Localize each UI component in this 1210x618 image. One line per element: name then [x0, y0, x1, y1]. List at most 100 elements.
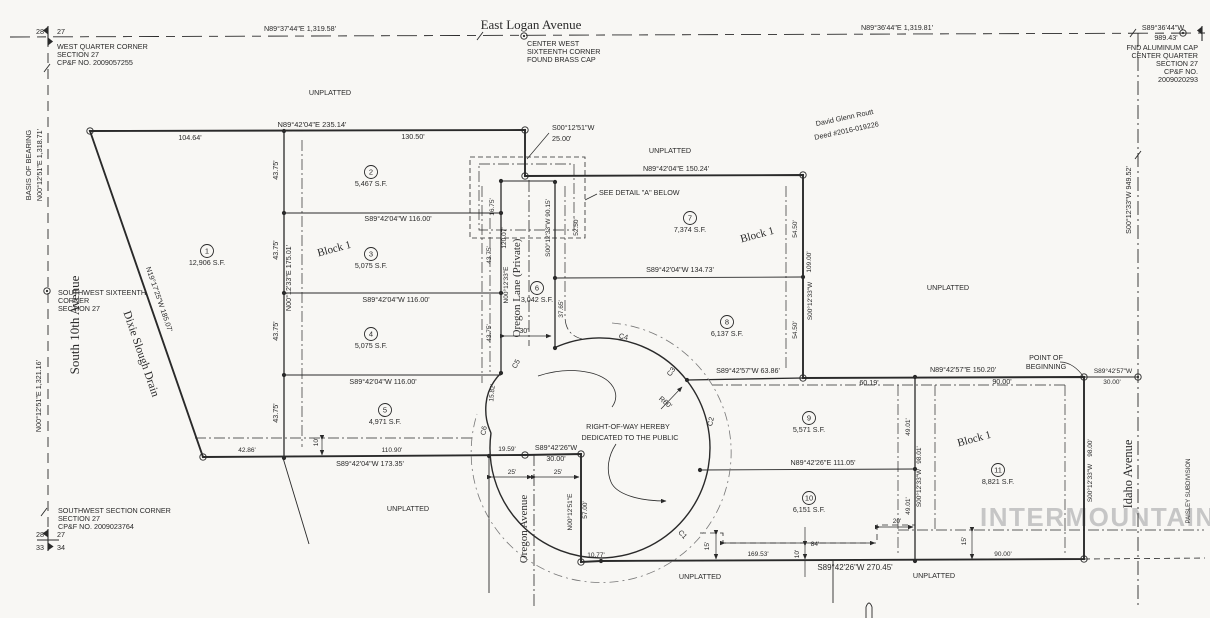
plat-label: 43.75' — [271, 403, 280, 423]
plat-label: N89°42'57"E 150.20' — [930, 365, 997, 374]
lot-corner-point — [281, 455, 287, 461]
plat-line — [584, 193, 598, 201]
plat-line — [564, 186, 583, 340]
plat-label: SOUTHWEST SIXTEENTH — [58, 288, 146, 297]
lot-area: 6,151 S.F. — [793, 505, 825, 514]
lot-corner-point — [498, 290, 504, 296]
lot-number: 6 — [535, 284, 539, 293]
block-1-label: Block 1 — [956, 429, 992, 450]
lot-corner-point — [552, 345, 558, 351]
lot-area: 3,042 S.F. — [521, 295, 553, 304]
plat-label: 30.00' — [1103, 379, 1121, 386]
monument-marker-dot — [523, 453, 527, 457]
section-corner-symbol — [42, 26, 49, 35]
plat-label: 84' — [811, 541, 819, 548]
plat-line — [40, 28, 1142, 517]
plat-label: 10' — [794, 550, 801, 558]
plat-line — [699, 468, 916, 471]
plat-label: 90.00' — [992, 377, 1012, 386]
plat-label: N00°12'51"E 1,321.16' — [34, 359, 43, 432]
lot-corner-point — [912, 558, 918, 564]
plat-label: S00°12'33"W — [1086, 463, 1094, 502]
plat-label: S89°42'26"W 270.45' — [817, 563, 893, 572]
plat-label: 30.00' — [546, 454, 566, 463]
lot-corner-point — [498, 178, 504, 184]
plat-label: 98.00' — [1087, 439, 1094, 457]
plat-line — [554, 276, 804, 279]
plat-label: 169.53' — [747, 551, 768, 558]
lot-number-circle — [802, 491, 816, 505]
plat-label: SECTION 27 — [57, 50, 99, 59]
monument-marker — [43, 287, 51, 295]
plat-label: C3 — [665, 365, 678, 378]
monument-marker — [1134, 373, 1142, 381]
subdivision-boundary — [88, 129, 1085, 563]
lot-corner-point — [598, 558, 604, 564]
plat-label: 25' — [508, 469, 516, 476]
row-leader — [537, 370, 617, 408]
lot-number: 3 — [369, 250, 373, 259]
plat-label: 54.50' — [792, 220, 799, 238]
plat-line — [686, 377, 804, 381]
monument-marker — [577, 450, 585, 458]
plat-label: N00°12'51"E — [566, 493, 574, 531]
monument-marker-dot — [522, 34, 526, 38]
lot-number-circle — [720, 315, 734, 329]
plat-label: 19.59' — [498, 446, 516, 453]
plat-label: RIGHT-OF-WAY HEREBY — [586, 422, 670, 431]
plat-label: S89°42'04"W 173.35' — [336, 459, 404, 468]
plat-line — [282, 457, 310, 545]
monument-marker-dot — [201, 455, 205, 459]
plat-label: S89°42'57"W 63.86' — [716, 366, 780, 375]
plat-label: 15' — [961, 537, 968, 545]
plat-label: 10.77' — [587, 552, 605, 559]
plat-label: UNPLATTED — [927, 283, 969, 292]
lot-number-circle — [530, 281, 544, 295]
plat-label: S00°12'33"W 949.52' — [1124, 166, 1133, 234]
plat-label: 33 — [36, 543, 44, 552]
monument-marker — [199, 453, 207, 461]
lot-number-circle — [683, 211, 697, 225]
plat-label: S89°42'26"W — [535, 443, 578, 452]
plat-label: FND ALUMINUM CAP — [1127, 43, 1199, 52]
plat-label: 43.75' — [486, 246, 493, 264]
plat-label: 15.82' — [488, 384, 496, 402]
plat-label: BASIS OF BEARING — [24, 130, 33, 201]
monument-marker-dot — [1181, 31, 1185, 35]
plat-label: 120.07' — [501, 227, 508, 248]
plat-label: 52.50' — [573, 218, 580, 236]
monument-marker-dot — [801, 173, 805, 177]
plat-label: 43.75' — [271, 321, 280, 341]
detail-a-box — [469, 156, 586, 239]
plat-label: 28 — [36, 27, 44, 36]
lot-number: 2 — [369, 168, 373, 177]
monument-marker-dot — [523, 174, 527, 178]
dixie-slough-drain-label: Dixie Slough Drain — [121, 309, 162, 398]
monument-marker — [86, 127, 94, 135]
plat-label: 28 — [36, 530, 44, 539]
lot-corner-point — [498, 370, 504, 376]
plat-label: 49.01' — [905, 497, 912, 515]
plat-label: N00°12'33"E 175.01' — [284, 244, 293, 311]
lot-number-circle — [364, 327, 378, 341]
plat-label: 49.01' — [905, 418, 912, 436]
plat-label: C2 — [705, 416, 716, 427]
lot-number: 1 — [205, 247, 209, 256]
plat-label: 16.75' — [489, 198, 496, 216]
plat-label: PAISLEY SUBDIVISION — [1186, 459, 1192, 524]
plat-label: 98.01' — [916, 446, 923, 464]
lot-number: 10 — [805, 494, 813, 503]
watermark: INTERMOUNTAIN — [980, 502, 1210, 532]
plat-label: CP&F NO. — [1164, 67, 1198, 76]
section-corner-symbol — [42, 529, 49, 538]
section-corner-symbol — [1196, 26, 1203, 35]
plat-line — [485, 372, 502, 434]
plat-label: UNPLATTED — [649, 146, 691, 155]
plat-label: N89°37'44"E 1,319.58' — [264, 24, 337, 33]
lot-number-circle — [802, 411, 816, 425]
lot-number-circle — [364, 165, 378, 179]
plat-label: 60.19' — [859, 378, 879, 387]
plat-label: SECTION 27 — [58, 304, 100, 313]
plat-label: S89°36'44"W — [1142, 23, 1185, 32]
plat-label: 43.75' — [271, 160, 280, 180]
